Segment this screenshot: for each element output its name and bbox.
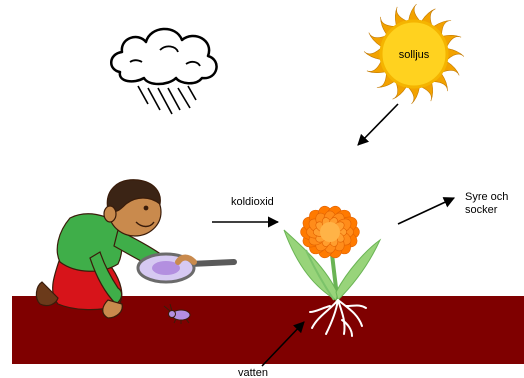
sun-ray [409, 88, 420, 104]
sun-ray [364, 49, 380, 60]
output-label-line2: socker [465, 204, 498, 216]
sun-label: solljus [399, 49, 430, 61]
sun-ray [409, 4, 420, 20]
water-label: vatten [238, 367, 268, 378]
sun-icon: solljus [364, 4, 464, 104]
sunlight-arrow [358, 104, 398, 145]
magnifier-icon [138, 254, 234, 282]
output-arrow [398, 198, 454, 224]
co2-label: koldioxid [231, 196, 274, 208]
cloud-rain-icon [111, 29, 216, 114]
sun-ray [448, 49, 464, 60]
output-label-line1: Syre och [465, 191, 508, 203]
